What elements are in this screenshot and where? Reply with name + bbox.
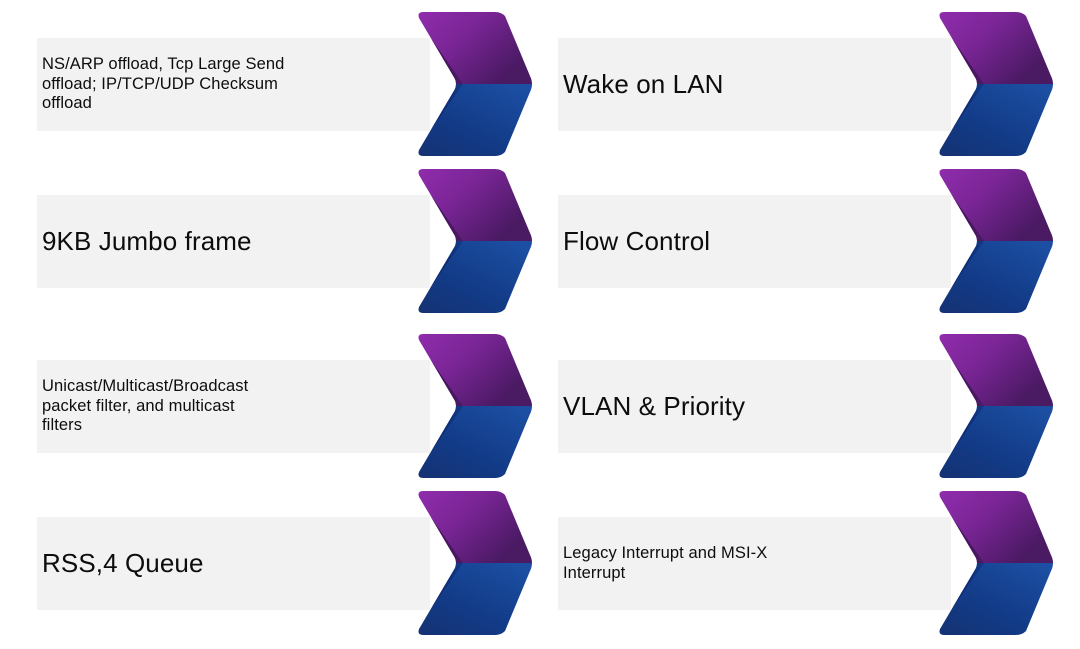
chevron-upper-purple (939, 12, 1053, 84)
chevron-callout-offload-features[interactable]: NS/ARP offload, Tcp Large Send offload; … (37, 10, 533, 158)
callout-label-packet-filters: Unicast/Multicast/Broadcast packet filte… (42, 377, 249, 435)
chevron-lower-blue (418, 406, 532, 478)
chevron-callout-rss-queue[interactable]: RSS,4 Queue (37, 489, 533, 637)
chevron-arrow-icon (906, 332, 1054, 480)
chevron-arrow-icon (906, 167, 1054, 315)
chevron-upper-purple (418, 12, 532, 84)
chevron-upper-purple (939, 334, 1053, 406)
chevron-arrow-graphic (939, 334, 1053, 478)
chevron-arrow-icon (385, 489, 533, 637)
chevron-upper-purple (939, 491, 1053, 563)
chevron-arrow-graphic (418, 334, 532, 478)
callout-plate-flow-control: Flow Control (558, 195, 951, 288)
callout-label-offload-features: NS/ARP offload, Tcp Large Send offload; … (42, 55, 285, 113)
callout-plate-interrupt-modes: Legacy Interrupt and MSI-X Interrupt (558, 517, 951, 610)
chevron-arrow-graphic (418, 491, 532, 635)
callout-plate-vlan-priority: VLAN & Priority (558, 360, 951, 453)
callout-label-vlan-priority: VLAN & Priority (563, 391, 746, 422)
chevron-arrow-icon (385, 10, 533, 158)
callout-label-jumbo-frame: 9KB Jumbo frame (42, 226, 252, 257)
chevron-lower-blue (418, 563, 532, 635)
chevron-arrow-graphic (418, 12, 532, 156)
chevron-callout-interrupt-modes[interactable]: Legacy Interrupt and MSI-X Interrupt (558, 489, 1054, 637)
chevron-callout-vlan-priority[interactable]: VLAN & Priority (558, 332, 1054, 480)
chevron-arrow-graphic (418, 169, 532, 313)
chevron-arrow-icon (906, 489, 1054, 637)
chevron-callout-jumbo-frame[interactable]: 9KB Jumbo frame (37, 167, 533, 315)
chevron-lower-blue (939, 241, 1053, 313)
chevron-lower-blue (939, 84, 1053, 156)
chevron-lower-blue (418, 84, 532, 156)
chevron-arrow-icon (906, 10, 1054, 158)
chevron-arrow-icon (385, 332, 533, 480)
callout-plate-rss-queue: RSS,4 Queue (37, 517, 430, 610)
callout-label-interrupt-modes: Legacy Interrupt and MSI-X Interrupt (563, 544, 768, 582)
chevron-lower-blue (939, 563, 1053, 635)
chevron-callout-flow-control[interactable]: Flow Control (558, 167, 1054, 315)
chevron-arrow-graphic (939, 491, 1053, 635)
callout-plate-offload-features: NS/ARP offload, Tcp Large Send offload; … (37, 38, 430, 131)
callout-label-flow-control: Flow Control (563, 226, 711, 257)
callout-plate-wake-on-lan: Wake on LAN (558, 38, 951, 131)
callout-label-wake-on-lan: Wake on LAN (563, 69, 724, 100)
callout-plate-packet-filters: Unicast/Multicast/Broadcast packet filte… (37, 360, 430, 453)
chevron-arrow-icon (385, 167, 533, 315)
chevron-arrow-graphic (939, 169, 1053, 313)
chevron-callout-packet-filters[interactable]: Unicast/Multicast/Broadcast packet filte… (37, 332, 533, 480)
chevron-arrow-graphic (939, 12, 1053, 156)
chevron-upper-purple (418, 334, 532, 406)
chevron-upper-purple (418, 169, 532, 241)
chevron-callout-wake-on-lan[interactable]: Wake on LAN (558, 10, 1054, 158)
chevron-upper-purple (939, 169, 1053, 241)
callout-label-rss-queue: RSS,4 Queue (42, 548, 204, 579)
chevron-lower-blue (418, 241, 532, 313)
callout-plate-jumbo-frame: 9KB Jumbo frame (37, 195, 430, 288)
chevron-upper-purple (418, 491, 532, 563)
chevron-lower-blue (939, 406, 1053, 478)
